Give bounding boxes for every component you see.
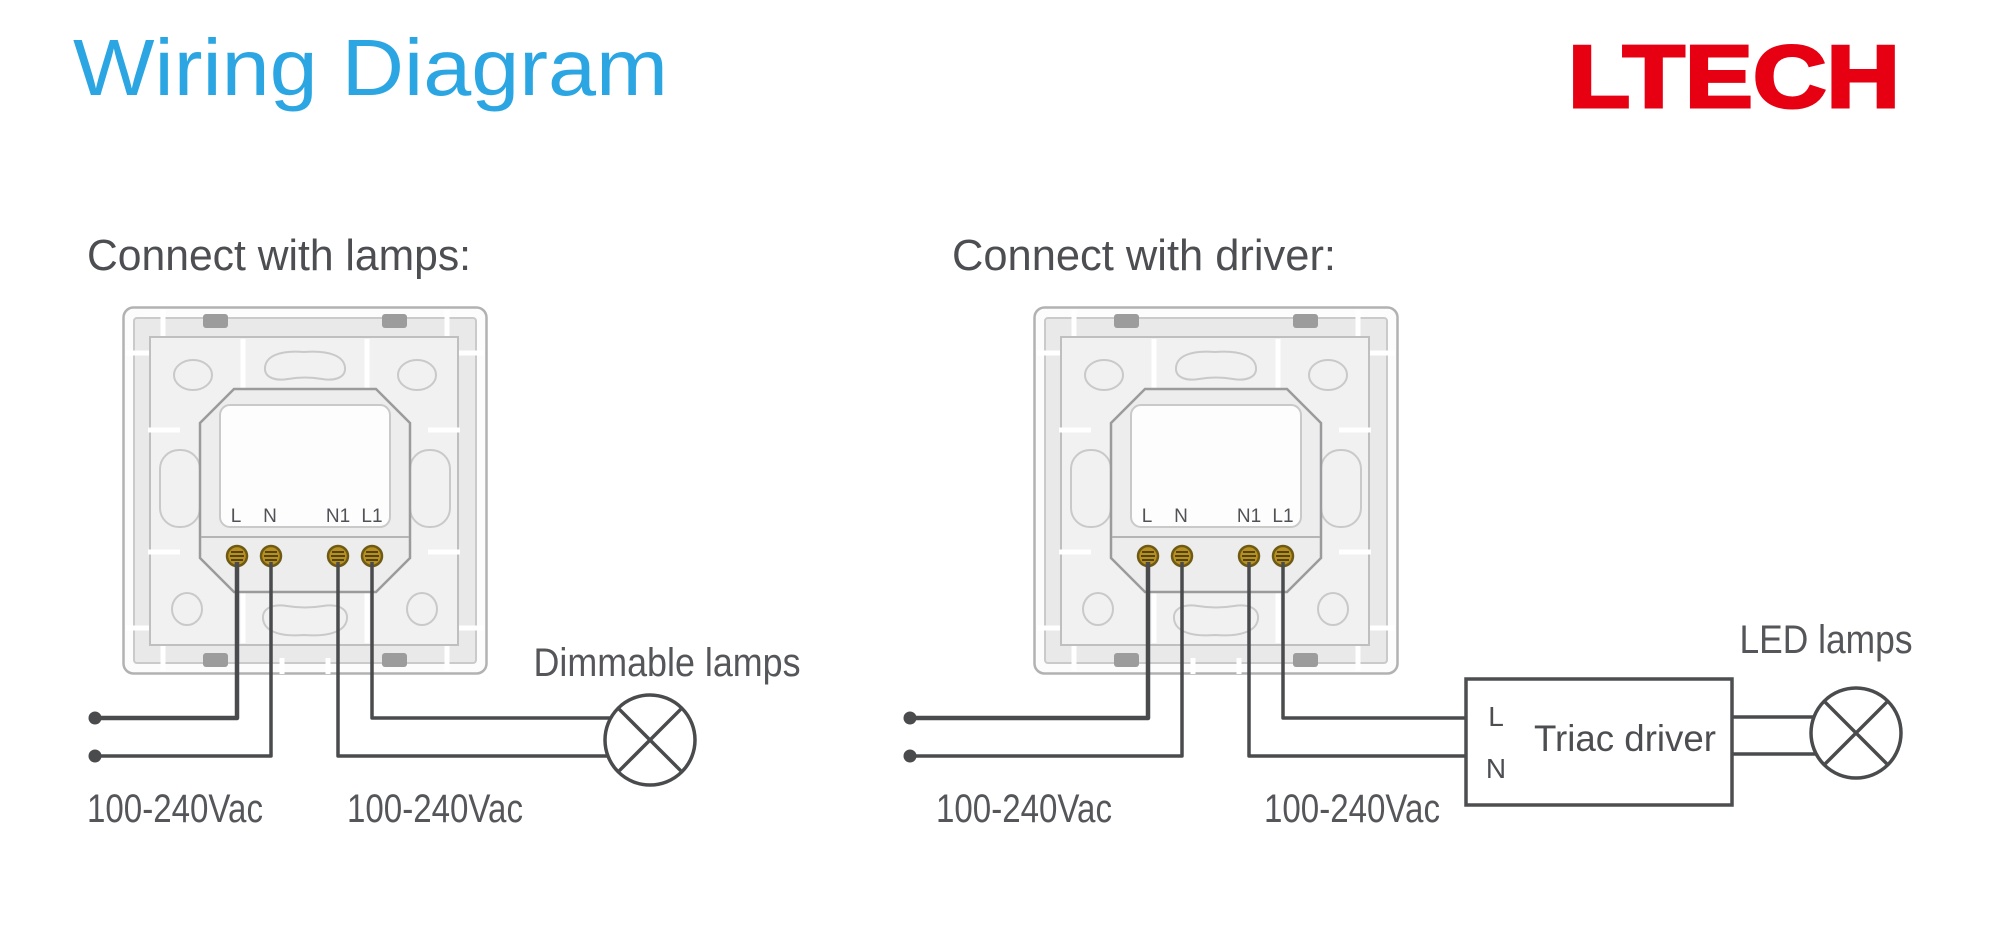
triac-driver-box: L N Triac driver [1464,677,1734,807]
wire-n1-to-driver [1247,562,1466,758]
driver-terminal-n: N [1486,753,1506,784]
voltage-label-left-2: 100-240Vac [347,787,523,831]
driver-terminal-l: L [1488,701,1504,732]
lamp-symbol-led [1809,686,1903,780]
page-title: Wiring Diagram [73,23,668,112]
wires-left [95,562,611,758]
voltage-label-right-1: 100-240Vac [936,787,1112,831]
wire-n1-to-lamp-left [336,562,608,758]
switch-panel-left [124,308,487,675]
wires-right [910,562,1816,758]
wire-live-supply-right [910,562,1151,721]
section-heading-lamps: Connect with lamps: [87,231,471,280]
supply-dot-live-right [903,711,917,725]
switch-panel-right [1035,308,1398,675]
wire-l1-to-driver [1281,562,1466,720]
lamp-label-dimmable: Dimmable lamps [534,641,801,685]
voltage-label-left-1: 100-240Vac [87,787,263,831]
section-heading-driver: Connect with driver: [952,231,1336,280]
supply-dot-neutral-left [88,749,102,763]
brand-logo: LTECH [1568,27,1900,126]
lamp-symbol-dimmable [603,693,697,787]
wire-live-supply-left [95,562,240,721]
voltage-label-right-2: 100-240Vac [1264,787,1440,831]
supply-dot-live-left [88,711,102,725]
wire-neutral-supply-right [910,562,1184,758]
supply-dot-neutral-right [903,749,917,763]
wire-l1-to-lamp-left [370,562,611,720]
wire-neutral-supply-left [95,562,273,758]
lamp-label-led: LED lamps [1740,618,1913,662]
driver-label: Triac driver [1534,718,1716,759]
